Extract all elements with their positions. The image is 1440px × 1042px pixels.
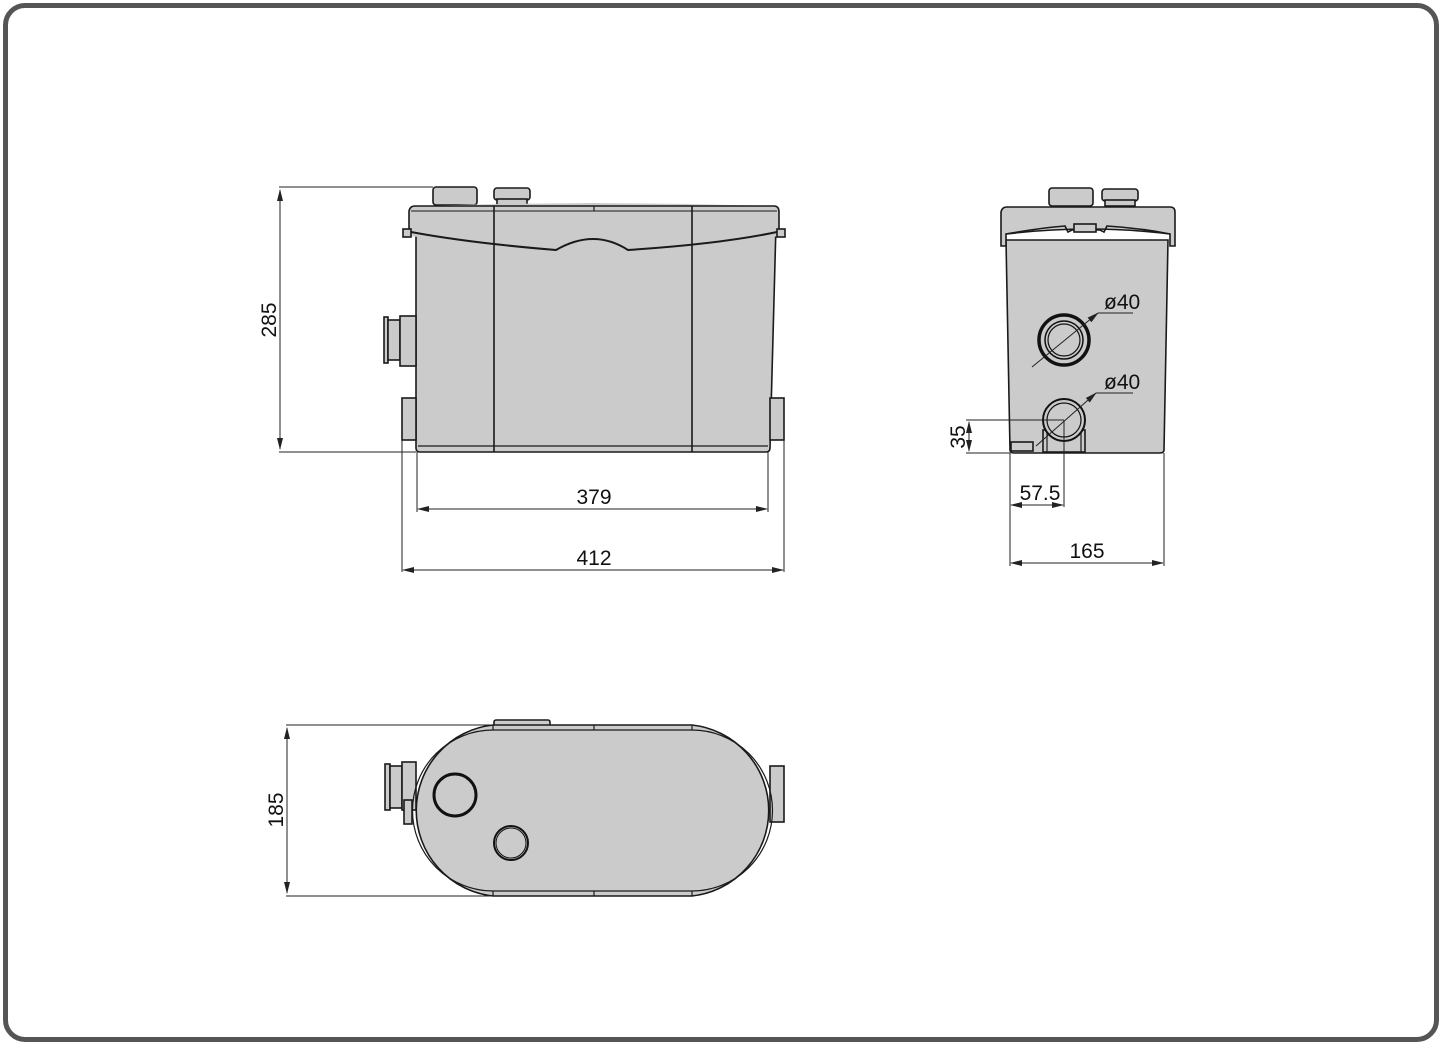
dim-depth-165: 165 [1069, 540, 1104, 563]
top-fitting-right [493, 187, 531, 201]
dim-port-offset-57-5: 57.5 [1020, 482, 1061, 505]
front-view: 285 379 412 [258, 186, 786, 573]
top-opening-small [493, 825, 529, 861]
foot-left [401, 397, 417, 441]
top-opening-large [432, 772, 478, 818]
foot-right [769, 397, 785, 441]
dim-port-height-35: 35 [947, 425, 970, 448]
dim-width-412: 412 [576, 547, 611, 570]
dim-lower-port-diameter: ø40 [1104, 371, 1140, 394]
top-fitting-left [432, 186, 478, 206]
drawing-frame [3, 3, 1439, 1042]
top-view: 185 [265, 719, 785, 897]
dim-width-185: 185 [265, 792, 288, 827]
dim-width-379: 379 [576, 486, 611, 509]
tank-body [415, 224, 777, 453]
dim-upper-port-diameter: ø40 [1104, 291, 1140, 314]
side-view: ø40 ø40 35 57.5 165 [947, 187, 1176, 566]
upper-port [1037, 313, 1091, 367]
dim-height-285: 285 [258, 302, 281, 337]
